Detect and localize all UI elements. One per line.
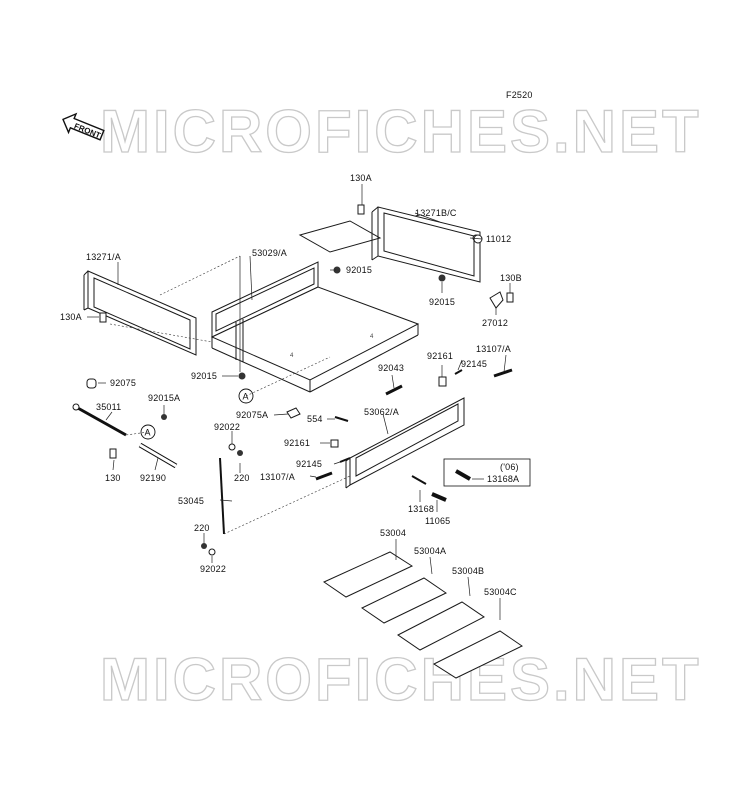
label-554: 554 — [307, 414, 323, 424]
year-note-box — [443, 458, 531, 487]
panel-13271bc — [371, 206, 481, 283]
label-53045: 53045 — [178, 496, 204, 506]
label-92015a: 92015A — [148, 393, 180, 403]
svg-text:A: A — [145, 428, 151, 438]
svg-text:4: 4 — [290, 353, 294, 359]
label-92145-b: 92145 — [296, 459, 322, 469]
label-13271bc: 13271B/C — [415, 208, 457, 218]
label-92075a: 92075A — [236, 410, 268, 420]
label-27012: 27012 — [482, 318, 508, 328]
cargo-bed-53029a: 4 4 — [210, 261, 420, 393]
label-53004a: 53004A — [414, 546, 446, 556]
label-130a-top: 130A — [350, 173, 372, 183]
label-92022-bottom: 92022 — [200, 564, 226, 574]
label-53062a: 53062/A — [364, 407, 399, 417]
label-92022-top: 92022 — [214, 422, 240, 432]
label-130b: 130B — [500, 273, 522, 283]
label-13107a-b: 13107/A — [260, 472, 295, 482]
label-92145-a: 92145 — [461, 359, 487, 369]
label-13168: 13168 — [408, 504, 434, 514]
diagram-code: F2520 — [506, 90, 533, 100]
label-53004c: 53004C — [484, 587, 517, 597]
label-92161-a: 92161 — [427, 351, 453, 361]
label-130a-left: 130A — [60, 312, 82, 322]
tailgate-53062a — [345, 397, 465, 489]
leader-lines — [87, 184, 511, 620]
label-220-top: 220 — [234, 473, 250, 483]
label-53004: 53004 — [380, 528, 406, 538]
label-92075: 92075 — [110, 378, 136, 388]
label-92015-right: 92015 — [429, 297, 455, 307]
label-92015-bottom: 92015 — [191, 371, 217, 381]
label-220-bottom: 220 — [194, 523, 210, 533]
watermark-top: MICROFICHES.NET — [100, 98, 702, 165]
label-35011: 35011 — [96, 402, 121, 412]
mats-53004 — [322, 551, 523, 679]
label-92161-b: 92161 — [284, 438, 310, 448]
label-13168a: 13168A — [487, 474, 519, 484]
label-11065: 11065 — [425, 516, 450, 526]
hardware — [72, 204, 514, 556]
year-note: ('06) — [500, 462, 519, 472]
label-92043: 92043 — [378, 363, 404, 373]
front-arrow-icon: FRONT — [62, 112, 105, 141]
panel-13271a — [83, 270, 197, 356]
watermark-bottom: MICROFICHES.NET — [100, 646, 702, 713]
label-11012: 11012 — [486, 234, 511, 244]
label-92190: 92190 — [140, 473, 166, 483]
label-92015-top: 92015 — [346, 265, 372, 275]
part-labels: 130A 13271B/C 11012 130B 92015 27012 132… — [60, 173, 522, 597]
label-53029a: 53029/A — [252, 248, 287, 258]
svg-text:4: 4 — [370, 334, 374, 340]
label-130: 130 — [105, 473, 121, 483]
label-53004b: 53004B — [452, 566, 484, 576]
label-13271a: 13271/A — [86, 252, 121, 262]
label-13107a-a: 13107/A — [476, 344, 511, 354]
svg-text:A: A — [243, 392, 249, 402]
